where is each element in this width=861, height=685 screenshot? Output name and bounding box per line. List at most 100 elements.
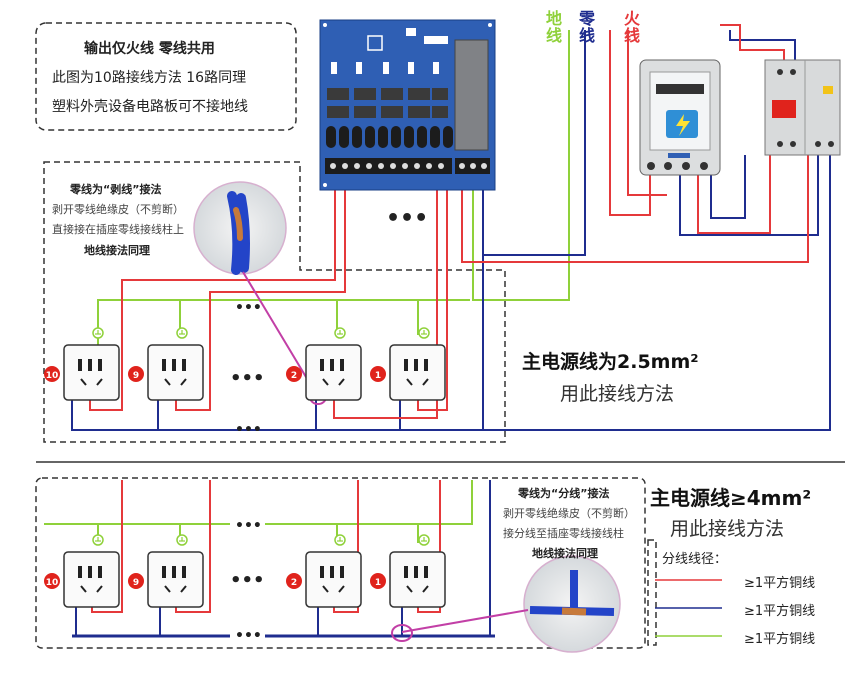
ellipsis-bottom-sockets: ••• <box>230 570 265 591</box>
bottom-socket: 2 <box>286 534 362 608</box>
socket-number-label: 10 <box>46 371 59 381</box>
label-earth-wire: 地 线 <box>546 9 563 45</box>
branch-method-desc-2: 接分线至插座零线接线柱 <box>503 527 624 540</box>
top-section-frame <box>43 161 506 443</box>
socket-slot-angled <box>406 585 429 593</box>
socket-slot-angled <box>80 378 103 386</box>
legend-label-neutral: ≥1平方铜线 <box>744 604 816 619</box>
socket-slot <box>340 566 344 578</box>
neutral-wires-top <box>71 30 831 431</box>
socket-slot-angled <box>80 585 103 593</box>
socket-slot <box>98 359 102 371</box>
energy-meter <box>639 59 721 176</box>
top-socket: 10 <box>44 327 120 401</box>
ellipsis-top-neutral: ••• <box>235 422 262 438</box>
socket-number-badge <box>44 573 60 589</box>
socket-slot <box>414 359 418 371</box>
live-wires-top <box>89 24 809 419</box>
ellipsis-board: ••• <box>386 206 428 231</box>
socket-slot <box>172 359 176 371</box>
socket-number-label: 1 <box>375 371 381 381</box>
top-socket: 1 <box>370 327 446 401</box>
legend-label-earth: ≥1平方铜线 <box>744 632 816 647</box>
socket-number-label: 1 <box>375 578 381 588</box>
socket-number-badge <box>370 366 386 382</box>
legend-label-live: ≥1平方铜线 <box>744 576 816 591</box>
socket-slot-angled <box>322 585 345 593</box>
ellipsis-bottom-earth: ••• <box>235 518 262 534</box>
label-neutral-wire: 零 线 <box>579 9 596 45</box>
stripped-wire-photo <box>193 181 287 275</box>
socket-face <box>63 551 120 608</box>
socket-slot <box>424 359 428 371</box>
socket-slot <box>414 566 418 578</box>
strip-method-title: 零线为“剥线”接法 <box>70 183 162 196</box>
socket-slot-angled <box>322 378 345 386</box>
earth-wires-top <box>97 30 570 345</box>
socket-number-badge <box>286 573 302 589</box>
label-live-wire: 火 线 <box>624 9 641 45</box>
bottom-section-frame <box>35 477 646 649</box>
socket-number-badge <box>128 366 144 382</box>
socket-face <box>147 551 204 608</box>
socket-face <box>389 344 446 401</box>
control-board <box>319 19 496 191</box>
notes-line-1: 输出仅火线 零线共用 <box>84 41 215 57</box>
notes-frame <box>35 22 297 131</box>
main-small-title: 主电源线为2.5mm² <box>522 351 699 373</box>
strip-method-desc-3: 地线接法同理 <box>84 244 150 257</box>
socket-slot <box>404 359 408 371</box>
socket-slot <box>88 359 92 371</box>
socket-slot <box>424 566 428 578</box>
top-socket: 2 <box>286 327 362 401</box>
sockets-bottom-row: 10 9 2 1 <box>44 534 446 608</box>
socket-number-label: 9 <box>133 371 139 381</box>
socket-slot <box>330 566 334 578</box>
socket-slot-angled <box>406 378 429 386</box>
branch-method-desc-1: 剥开零线绝缘皮（不剪断） <box>503 507 635 520</box>
socket-slot <box>404 566 408 578</box>
socket-slot <box>88 566 92 578</box>
bottom-socket: 9 <box>128 534 204 608</box>
socket-slot-angled <box>164 378 187 386</box>
socket-slot <box>172 566 176 578</box>
socket-slot <box>78 359 82 371</box>
zoom-pointer-bottom <box>401 609 529 633</box>
bottom-socket: 10 <box>44 534 120 608</box>
notes-line-3: 塑料外壳设备电路板可不接地线 <box>52 99 248 115</box>
strip-method-desc-1: 剥开零线绝缘皮（不剪断） <box>52 203 184 216</box>
branch-method-desc-3: 地线接法同理 <box>532 547 598 560</box>
socket-number-label: 2 <box>291 578 297 588</box>
socket-slot <box>320 359 324 371</box>
socket-number-badge <box>370 573 386 589</box>
notes-line-2: 此图为10路接线方法 16路同理 <box>52 70 247 86</box>
circuit-breaker <box>764 59 841 156</box>
socket-slot <box>182 359 186 371</box>
socket-slot <box>78 566 82 578</box>
socket-number-badge <box>44 366 60 382</box>
socket-number-badge <box>128 573 144 589</box>
main-large-subtitle: 用此接线方法 <box>670 518 785 540</box>
socket-slot <box>320 566 324 578</box>
sockets-top-row: 10 9 2 1 <box>44 327 446 401</box>
zoom-highlight-bottom <box>391 624 413 642</box>
legend-title: 分线线径： <box>662 552 728 567</box>
legend-frame <box>647 539 657 646</box>
bottom-socket: 1 <box>370 534 446 608</box>
socket-slot <box>98 566 102 578</box>
socket-slot-angled <box>164 585 187 593</box>
ellipsis-top-earth: ••• <box>235 300 262 316</box>
main-small-subtitle: 用此接线方法 <box>560 383 675 405</box>
strip-method-desc-2: 直接接在插座零线接线柱上 <box>52 223 184 236</box>
ellipsis-bottom-neutral: ••• <box>235 628 262 644</box>
socket-face <box>147 344 204 401</box>
socket-number-badge <box>286 366 302 382</box>
socket-slot <box>182 566 186 578</box>
socket-slot <box>330 359 334 371</box>
socket-face <box>305 551 362 608</box>
branched-wire-photo <box>523 555 621 653</box>
branch-method-title: 零线为“分线”接法 <box>518 487 610 500</box>
socket-number-label: 10 <box>46 578 59 588</box>
socket-slot <box>162 359 166 371</box>
